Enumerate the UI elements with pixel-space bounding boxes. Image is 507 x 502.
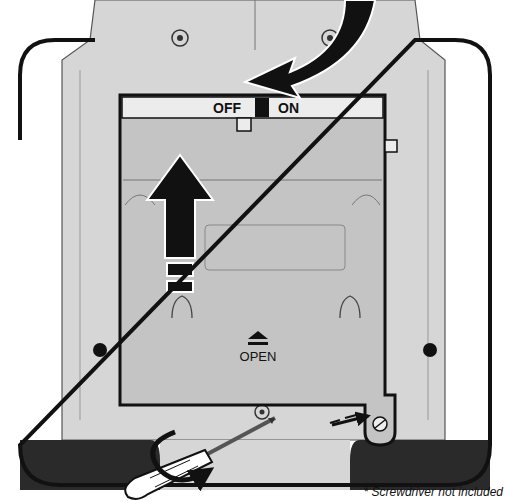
screw-arrow xyxy=(332,416,368,425)
cover-clip xyxy=(172,296,360,318)
eject-symbol xyxy=(248,331,268,345)
screw-hole xyxy=(172,30,188,46)
screw-hole xyxy=(177,35,183,41)
open-label: OPEN xyxy=(240,350,277,363)
switch-arrow xyxy=(245,0,375,98)
switch-tab xyxy=(237,118,251,131)
latch xyxy=(385,140,397,152)
dot xyxy=(423,343,437,357)
power-switch xyxy=(255,98,269,117)
switch-label: OFF xyxy=(213,101,241,115)
footnote: * Screwdriver not included xyxy=(364,486,503,498)
dot xyxy=(93,343,107,357)
turn-arrow xyxy=(153,432,210,480)
cover-screw xyxy=(373,417,387,431)
frame xyxy=(20,40,490,485)
cover-screw xyxy=(375,420,385,428)
seam xyxy=(255,0,256,50)
screw-hole xyxy=(260,410,265,415)
screwdriver-tip xyxy=(268,418,275,424)
screw-hole xyxy=(327,35,333,41)
switch-label: ON xyxy=(278,101,299,115)
screw-hole xyxy=(255,405,269,419)
battery-cover xyxy=(120,95,395,445)
slide-arrow xyxy=(147,155,213,258)
screwdriver-shaft xyxy=(200,418,275,458)
